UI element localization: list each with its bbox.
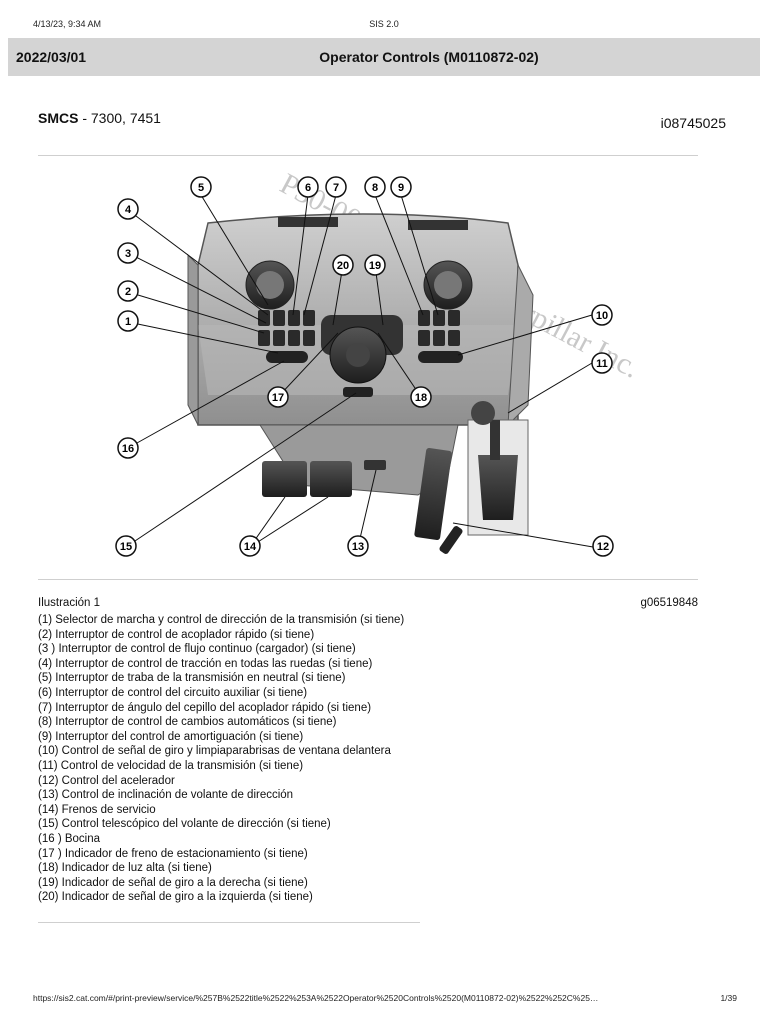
callout-17: 17 bbox=[267, 386, 289, 408]
legend-item: (11) Control de velocidad de la transmis… bbox=[38, 759, 304, 772]
print-url[interactable]: https://sis2.cat.com/#/print-preview/ser… bbox=[33, 993, 599, 1003]
svg-text:1: 1 bbox=[125, 316, 131, 328]
accelerator-pedal bbox=[414, 448, 463, 554]
svg-text:8: 8 bbox=[372, 182, 378, 194]
callout-13: 13 bbox=[347, 535, 369, 557]
page-number: 1/39 bbox=[720, 993, 737, 1003]
callout-12: 12 bbox=[592, 535, 614, 557]
legend-item: (13) Control de inclinación de volante d… bbox=[38, 789, 294, 802]
callout-6: 6 bbox=[297, 176, 319, 198]
legend-item: (17 ) Indicador de freno de estacionamie… bbox=[38, 847, 308, 860]
svg-text:18: 18 bbox=[415, 392, 427, 404]
svg-text:9: 9 bbox=[398, 182, 404, 194]
figure-divider bbox=[38, 579, 698, 580]
title-bar: 2022/03/01 Operator Controls (M0110872-0… bbox=[8, 38, 760, 76]
legend-list: (1) Selector de marcha y control de dire… bbox=[38, 613, 698, 905]
page-title: Operator Controls (M0110872-02) bbox=[319, 49, 539, 65]
smcs-codes: SMCS - 7300, 7451 bbox=[38, 110, 161, 126]
legend-divider bbox=[38, 922, 420, 923]
legend-item: (9) Interruptor del control de amortigua… bbox=[38, 730, 304, 743]
legend-item: (10) Control de señal de giro y limpiapa… bbox=[38, 745, 391, 758]
callout-16: 16 bbox=[117, 437, 139, 459]
svg-text:13: 13 bbox=[352, 541, 364, 553]
legend-item: (4) Interruptor de control de tracción e… bbox=[38, 657, 373, 670]
svg-text:7: 7 bbox=[333, 182, 339, 194]
svg-text:12: 12 bbox=[597, 541, 609, 553]
callout-4: 4 bbox=[117, 198, 139, 220]
legend-item: (3 ) Interruptor de control de flujo con… bbox=[38, 643, 356, 656]
callout-14: 14 bbox=[239, 535, 261, 557]
legend-item: (8) Interruptor de control de cambios au… bbox=[38, 716, 337, 729]
callout-leaders bbox=[125, 194, 594, 548]
legend-item: (1) Selector de marcha y control de dire… bbox=[38, 614, 405, 626]
callout-3: 3 bbox=[117, 242, 139, 264]
legend-item: (19) Indicador de señal de giro a la der… bbox=[38, 876, 308, 889]
legend-item: (18) Indicador de luz alta (si tiene) bbox=[38, 862, 212, 875]
svg-text:20: 20 bbox=[337, 260, 349, 272]
illustration-svg: P30-000005DA... Caterpillar Inc. bbox=[115, 167, 645, 557]
svg-text:17: 17 bbox=[272, 392, 284, 404]
smcs-values: - 7300, 7451 bbox=[78, 110, 161, 126]
callout-2: 2 bbox=[117, 280, 139, 302]
svg-text:11: 11 bbox=[596, 358, 608, 370]
svg-text:6: 6 bbox=[305, 182, 311, 194]
legend-item: (15) Control telescópico del volante de … bbox=[38, 818, 331, 831]
callout-5: 5 bbox=[190, 176, 212, 198]
svg-text:14: 14 bbox=[244, 541, 257, 553]
print-app-name: SIS 2.0 bbox=[369, 19, 399, 29]
callout-markers: 5 4 3 2 1 6 7 8 9 20 19 10 11 17 18 16 1… bbox=[115, 176, 614, 557]
legend-item: (6) Interruptor de control del circuito … bbox=[38, 686, 308, 699]
callout-18: 18 bbox=[410, 386, 432, 408]
tilt-pedal bbox=[364, 460, 386, 470]
caption-label: Ilustración 1 bbox=[38, 597, 101, 609]
legend-item: (14) Frenos de servicio bbox=[38, 803, 156, 816]
legend-item: (20) Indicador de señal de giro a la izq… bbox=[38, 891, 313, 904]
callout-7: 7 bbox=[325, 176, 347, 198]
legend-item: (5) Interruptor de traba de la transmisi… bbox=[38, 672, 346, 685]
svg-text:15: 15 bbox=[120, 541, 132, 553]
callout-20: 20 bbox=[332, 254, 354, 276]
graphic-id: g06519848 bbox=[640, 597, 698, 609]
legend-item: (2) Interruptor de control de acoplador … bbox=[38, 628, 315, 641]
svg-text:3: 3 bbox=[125, 248, 131, 260]
top-divider bbox=[38, 155, 698, 156]
callout-15: 15 bbox=[115, 535, 137, 557]
print-datetime: 4/13/23, 9:34 AM bbox=[33, 19, 102, 29]
print-header: 4/13/23, 9:34 AM SIS 2.0 bbox=[0, 0, 768, 36]
document-date: 2022/03/01 bbox=[16, 49, 87, 65]
callout-9: 9 bbox=[390, 176, 412, 198]
brake-pedals bbox=[262, 461, 352, 497]
joystick bbox=[467, 401, 529, 536]
operator-controls-illustration: P30-000005DA... Caterpillar Inc. bbox=[38, 165, 698, 573]
legend-item: (12) Control del acelerador bbox=[38, 774, 175, 787]
legend-item: (16 ) Bocina bbox=[38, 832, 101, 845]
callout-1: 1 bbox=[117, 310, 139, 332]
callout-8: 8 bbox=[364, 176, 386, 198]
smcs-label: SMCS bbox=[38, 110, 79, 126]
document-id: i08745025 bbox=[660, 115, 726, 131]
svg-text:4: 4 bbox=[125, 204, 132, 216]
legend-item: (7) Interruptor de ángulo del cepillo de… bbox=[38, 701, 372, 714]
svg-text:2: 2 bbox=[125, 286, 131, 298]
callout-19: 19 bbox=[364, 254, 386, 276]
callout-10: 10 bbox=[591, 304, 613, 326]
callout-11: 11 bbox=[591, 352, 613, 374]
svg-text:10: 10 bbox=[596, 310, 608, 322]
svg-text:5: 5 bbox=[198, 182, 204, 194]
svg-text:16: 16 bbox=[122, 443, 134, 455]
svg-text:19: 19 bbox=[369, 260, 381, 272]
